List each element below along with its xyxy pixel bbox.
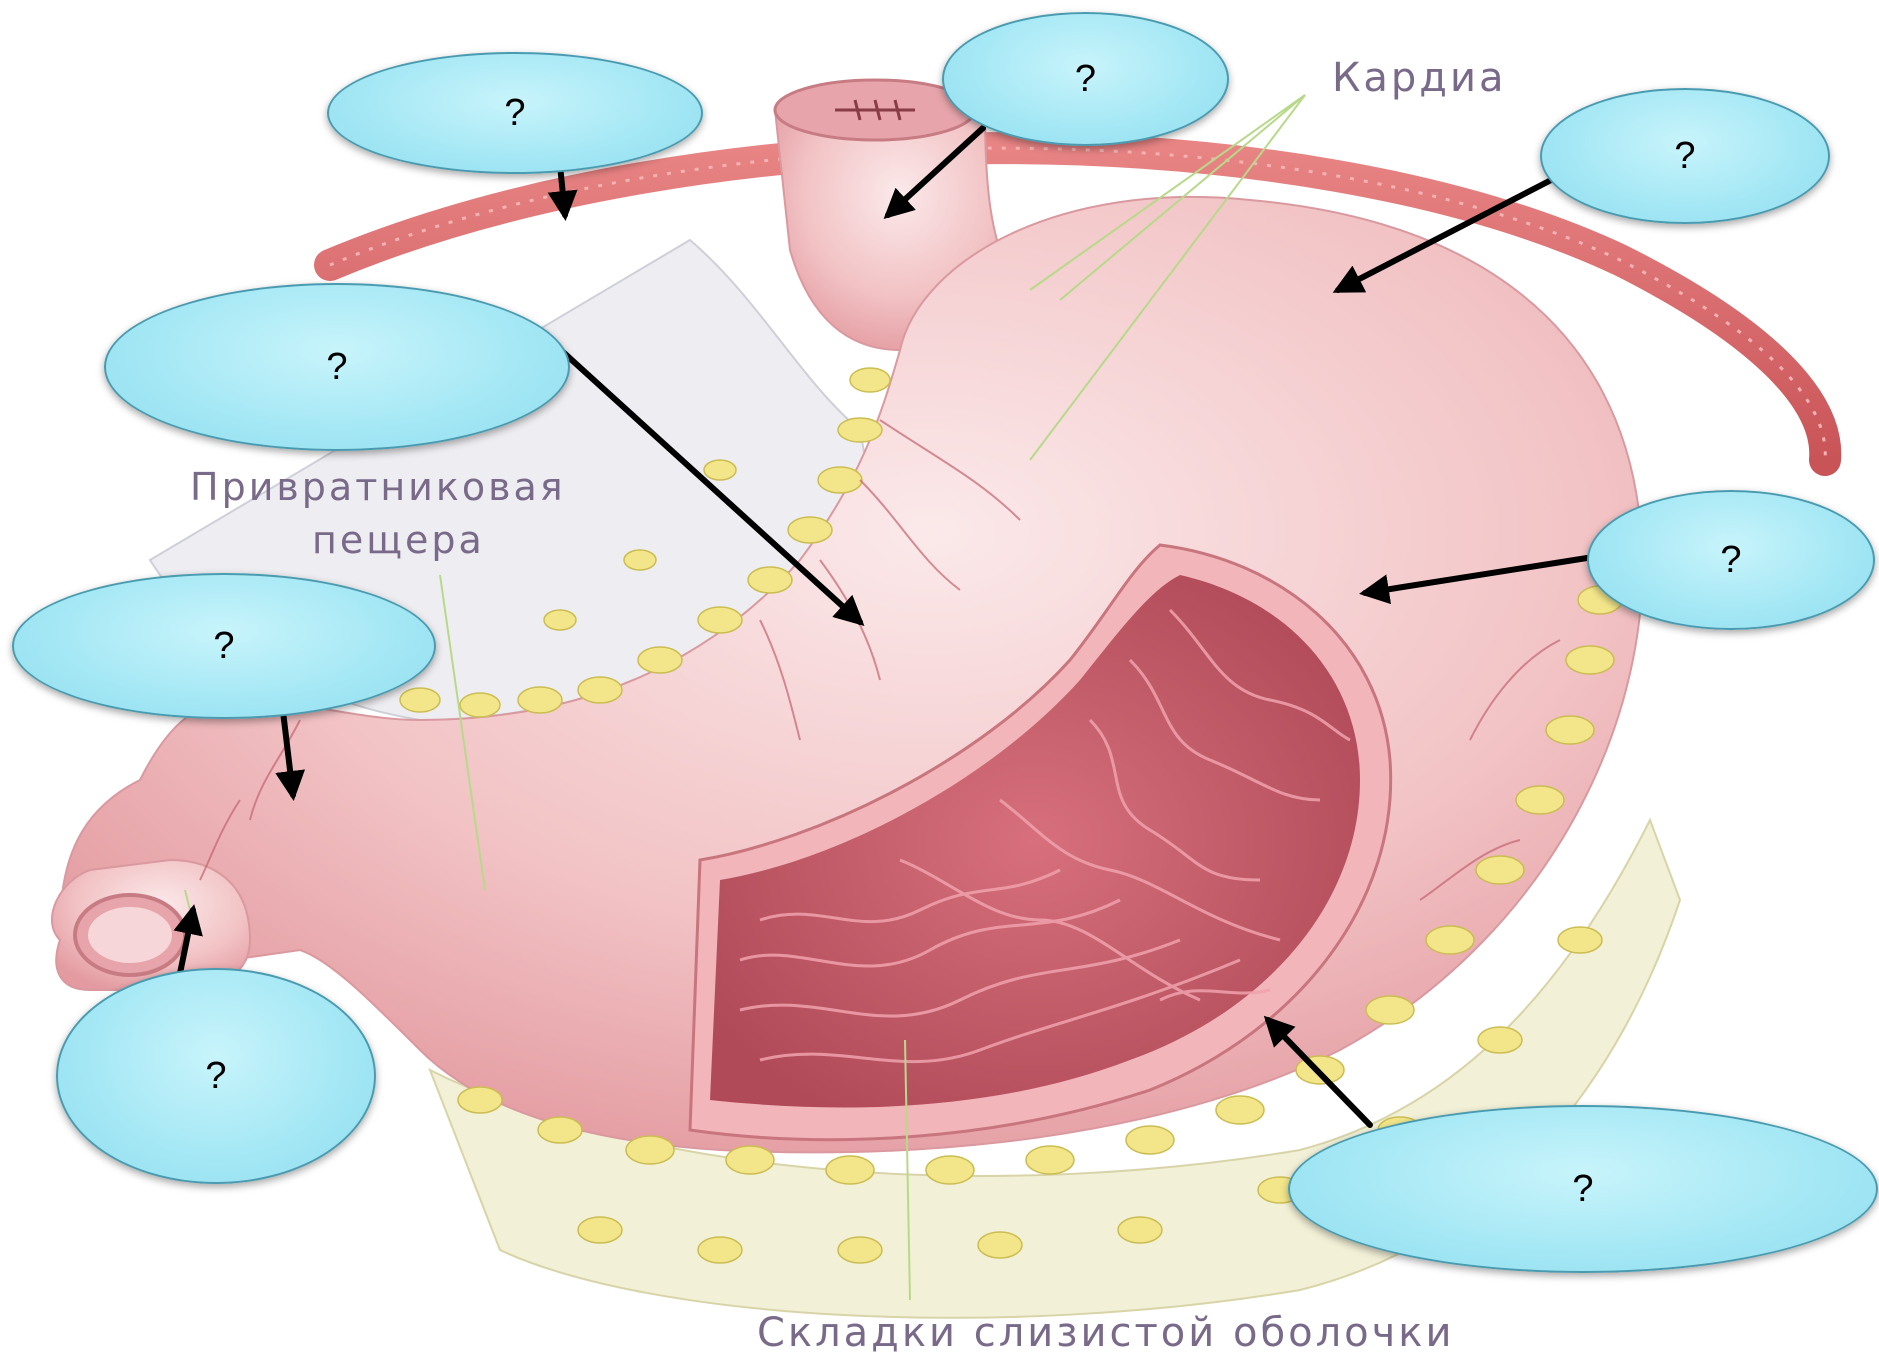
label-pyloric-cave-line2: пещера: [312, 518, 485, 562]
label-mucosa-folds: Складки слизистой оболочки: [757, 1310, 1454, 1356]
question-bubble-1[interactable]: ?: [327, 52, 703, 174]
pylorus-lumen: [88, 907, 172, 963]
question-bubble-5[interactable]: ?: [1587, 490, 1875, 630]
question-bubble-2[interactable]: ?: [942, 12, 1229, 146]
question-bubble-8[interactable]: ?: [1288, 1105, 1878, 1273]
question-bubble-3[interactable]: ?: [1540, 88, 1830, 224]
question-bubble-4[interactable]: ?: [104, 283, 570, 451]
label-cardia: Кардиа: [1332, 55, 1506, 101]
question-bubble-6[interactable]: ?: [12, 573, 436, 719]
label-pyloric-cave-line1: Привратниковая: [190, 465, 566, 509]
question-bubble-7[interactable]: ?: [56, 968, 376, 1184]
